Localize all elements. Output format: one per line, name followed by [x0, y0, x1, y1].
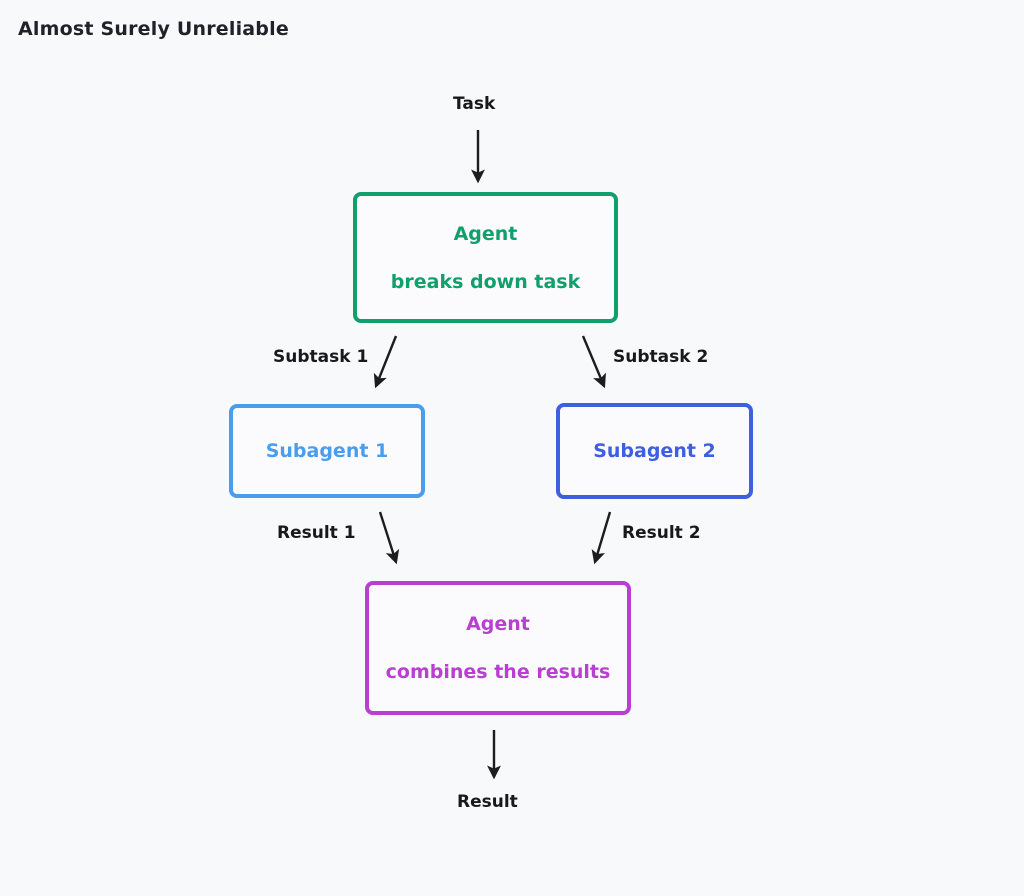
node-combiner-subtitle: combines the results: [385, 661, 611, 683]
node-combiner-title: Agent: [466, 613, 530, 635]
node-subagent-2-title: Subagent 2: [593, 440, 716, 462]
edge-label-result: Result: [457, 792, 518, 812]
arrow-result-1: [378, 511, 400, 565]
edge-label-result-1: Result 1: [277, 523, 356, 543]
edge-label-subtask-2: Subtask 2: [613, 347, 709, 367]
node-subagent-2[interactable]: Subagent 2: [556, 403, 753, 499]
arrow-subtask-1: [373, 335, 398, 389]
node-subagent-1-title: Subagent 1: [265, 440, 389, 462]
node-orchestrator-title: Agent: [453, 222, 518, 245]
edge-label-result-2: Result 2: [622, 523, 701, 543]
node-orchestrator-agent[interactable]: Agent breaks down task: [353, 192, 618, 323]
arrow-subtask-2: [581, 335, 606, 389]
edge-label-task: Task: [453, 94, 496, 114]
edge-label-subtask-1: Subtask 1: [273, 347, 369, 367]
arrow-result-2: [591, 511, 612, 565]
node-orchestrator-subtitle: breaks down task: [390, 270, 581, 293]
node-subagent-1[interactable]: Subagent 1: [229, 404, 425, 498]
node-combiner-agent[interactable]: Agent combines the results: [365, 581, 631, 715]
page-title: Almost Surely Unreliable: [18, 18, 289, 40]
